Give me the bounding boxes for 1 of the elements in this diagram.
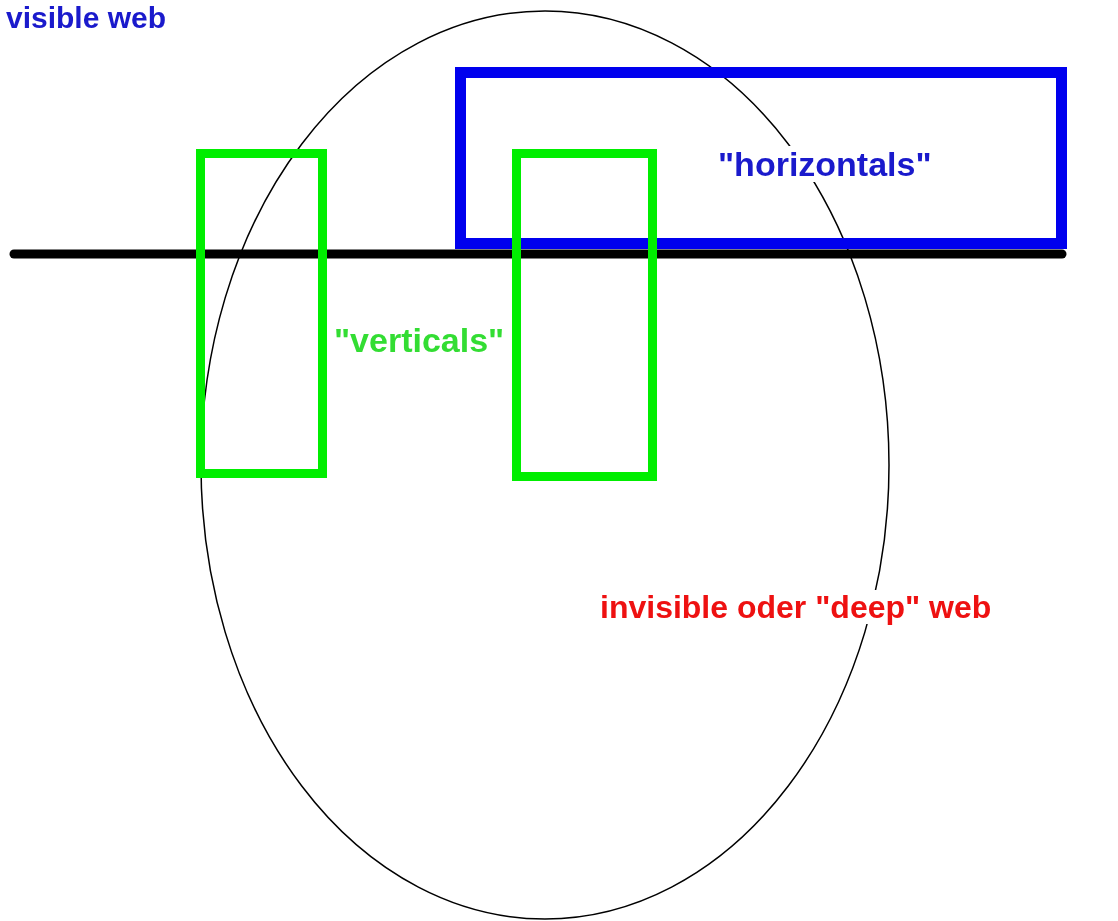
- horizontals-box: [455, 67, 1067, 249]
